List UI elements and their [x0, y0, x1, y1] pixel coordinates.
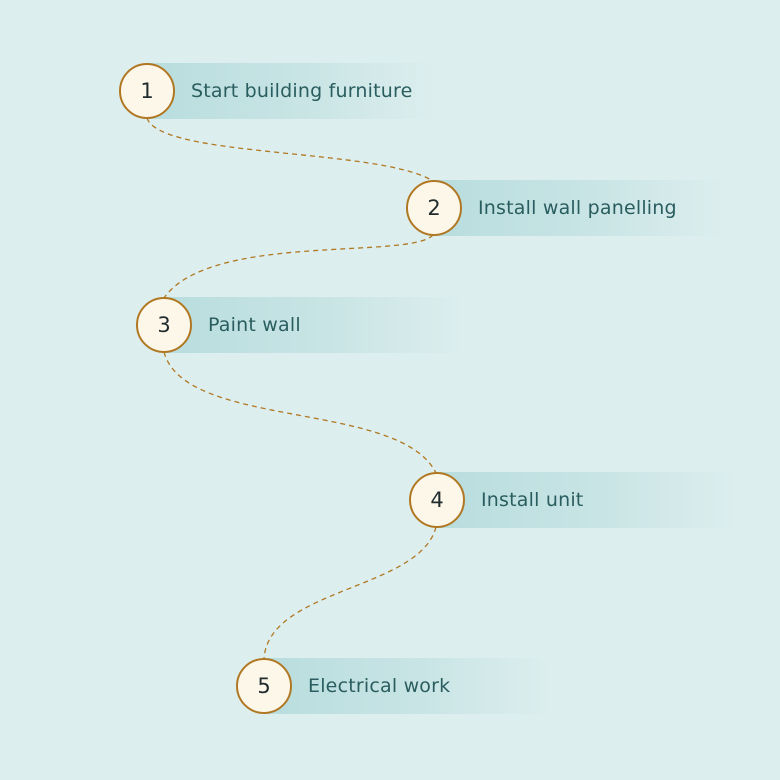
step-label: Install wall panelling — [478, 197, 677, 219]
step-number-badge: 2 — [406, 180, 462, 236]
step-label: Electrical work — [308, 675, 451, 697]
step-band — [164, 297, 468, 353]
connector-3-4 — [163, 351, 437, 474]
step-number-badge: 4 — [409, 472, 465, 528]
step-number-badge: 3 — [136, 297, 192, 353]
step-band — [437, 472, 741, 528]
connector-2-3 — [163, 234, 434, 299]
step-band — [264, 658, 554, 714]
step-number-badge: 1 — [119, 63, 175, 119]
connector-1-2 — [146, 117, 434, 182]
step-label: Install unit — [481, 489, 584, 511]
step-band — [147, 63, 439, 119]
step-label: Paint wall — [208, 314, 301, 336]
step-label: Start building furniture — [191, 80, 413, 102]
step-band — [434, 180, 728, 236]
step-number-badge: 5 — [236, 658, 292, 714]
connector-4-5 — [263, 526, 437, 660]
